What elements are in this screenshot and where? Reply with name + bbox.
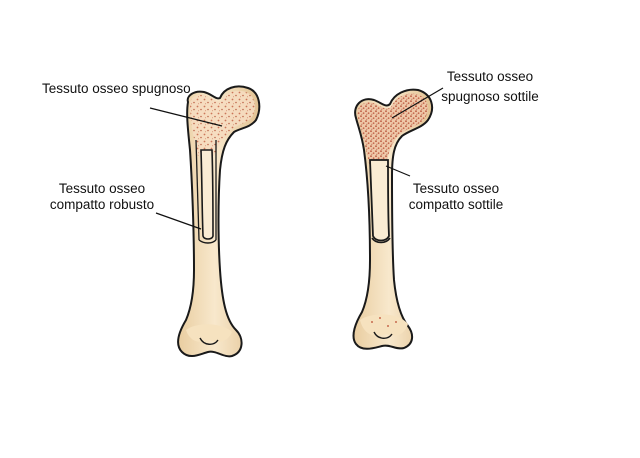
left-medullary-canal — [200, 149, 214, 240]
left-compact-label-line1: Tessuto osseo — [58, 181, 146, 196]
left-femur — [177, 85, 261, 358]
right-compact-leader — [385, 165, 411, 177]
right-compact-label-line2: compatto sottile — [408, 197, 504, 212]
right-femur — [352, 88, 434, 350]
left-distal-notch — [199, 337, 219, 345]
left-spongy-label: Tessuto osseo spugnoso — [42, 81, 191, 96]
right-distal-spot — [379, 317, 381, 319]
right-distal-notch — [373, 331, 393, 339]
right-distal-shading — [360, 314, 408, 336]
left-compact-leader — [155, 212, 202, 230]
right-compact-label-line1: Tessuto osseo — [412, 181, 500, 196]
right-spongy-label-line1: Tessuto osseo — [446, 69, 534, 84]
left-compact-label-line2: compatto robusto — [49, 197, 155, 212]
right-cut-bottom — [371, 237, 391, 244]
right-spongy-label-line2: spugnoso sottile — [441, 89, 539, 104]
right-medullary-canal — [369, 159, 390, 242]
right-spongy-leader — [391, 87, 444, 119]
left-compact-wall-left — [195, 139, 200, 241]
left-cut-bottom — [198, 239, 217, 244]
right-distal-spot — [387, 325, 389, 327]
left-spongy-tissue — [190, 90, 255, 156]
right-spongy-tissue — [357, 93, 428, 168]
left-distal-shading — [186, 324, 232, 342]
left-spongy-leader — [149, 107, 223, 127]
right-distal-spot — [371, 321, 373, 323]
right-distal-spot — [395, 321, 397, 323]
